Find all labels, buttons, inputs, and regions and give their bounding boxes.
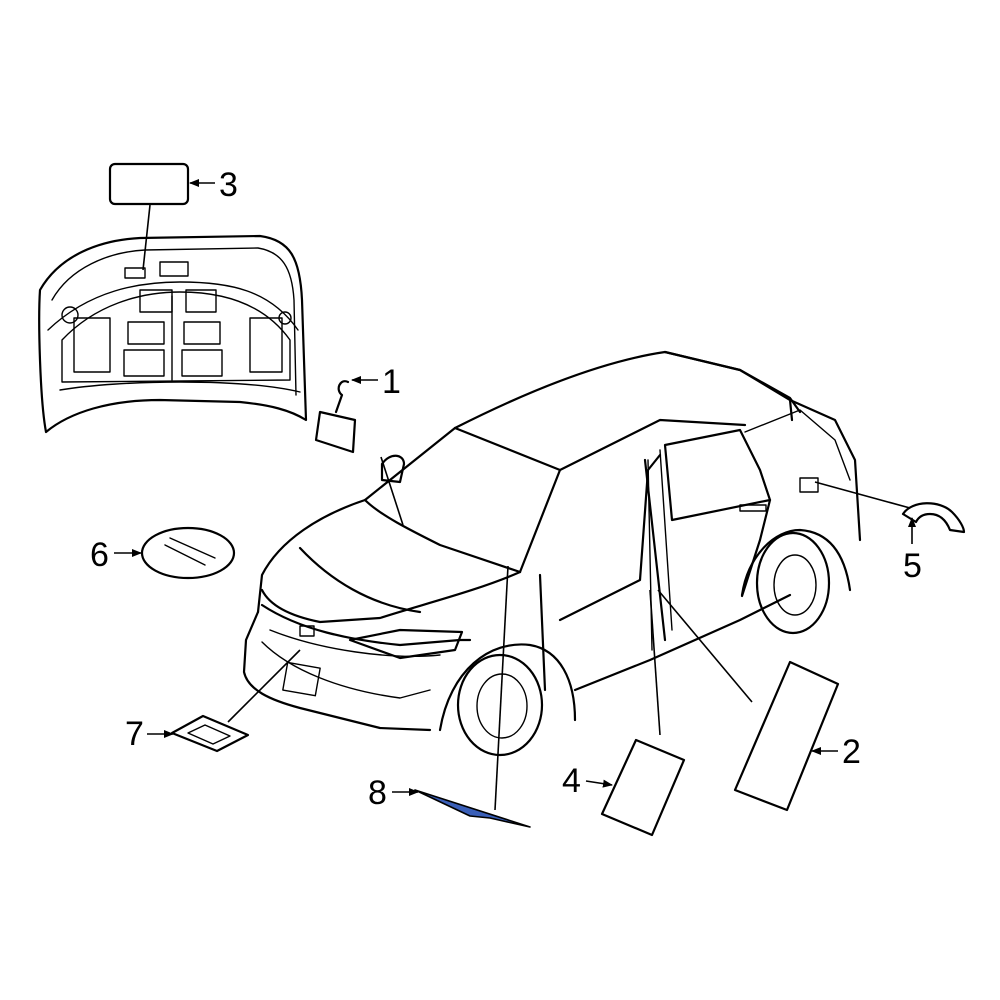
part-3-label bbox=[108, 162, 190, 206]
callout-3: 3 bbox=[219, 166, 238, 204]
part-6-glare bbox=[164, 544, 206, 566]
vehicle-body bbox=[242, 350, 862, 757]
part-8-strip bbox=[414, 789, 531, 828]
part-2-label bbox=[733, 660, 840, 812]
part-1-stem bbox=[334, 380, 350, 414]
hood-assembly bbox=[38, 234, 308, 434]
callout-8: 8 bbox=[368, 774, 387, 812]
callout-4: 4 bbox=[562, 762, 581, 800]
part-6-glare-2 bbox=[169, 537, 216, 559]
callout-1: 1 bbox=[382, 363, 401, 401]
part-5-label bbox=[901, 502, 966, 534]
callout-4-arrow bbox=[585, 779, 613, 788]
callout-6: 6 bbox=[90, 536, 109, 574]
part-5-leader bbox=[814, 481, 911, 509]
part-3-leader bbox=[142, 204, 151, 271]
callout-7: 7 bbox=[125, 715, 144, 753]
callout-2: 2 bbox=[842, 733, 861, 771]
part-7-label bbox=[170, 714, 250, 753]
part-4-label bbox=[600, 738, 686, 837]
part-1-label bbox=[314, 410, 357, 454]
part-6-label bbox=[140, 526, 236, 580]
part-1-leader bbox=[380, 456, 404, 526]
callout-5: 5 bbox=[903, 547, 922, 585]
part-4-leader bbox=[649, 589, 661, 736]
part-7-leader bbox=[227, 649, 301, 723]
part-8-leader bbox=[494, 565, 509, 811]
part-2-leader bbox=[657, 589, 753, 703]
